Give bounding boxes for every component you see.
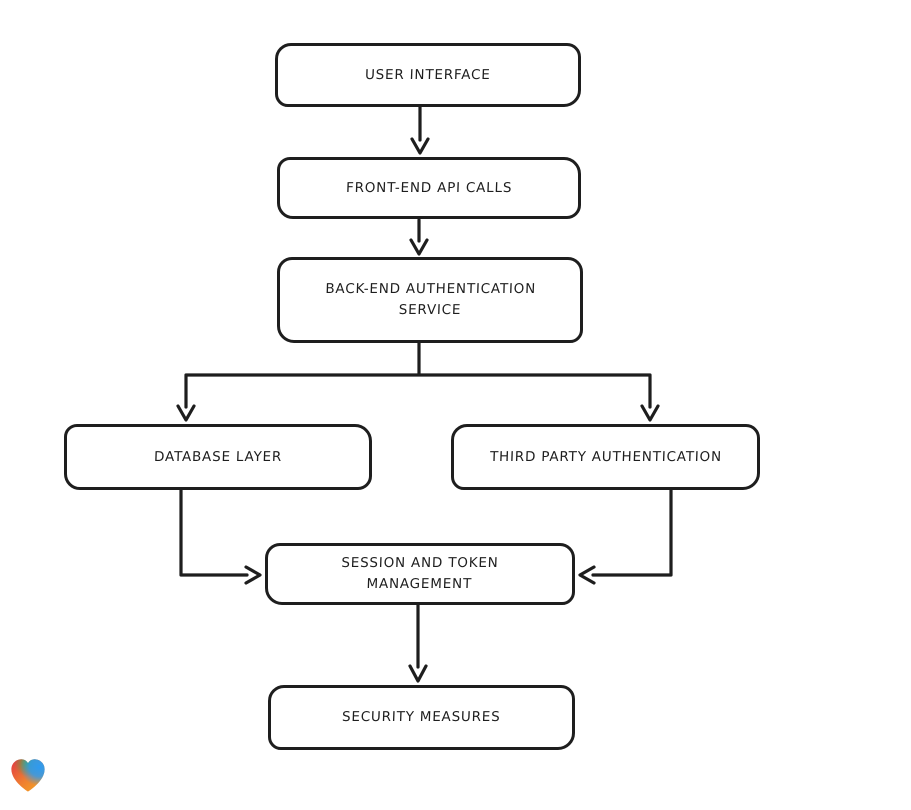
- connector-session-management-to-security-measures: [408, 603, 428, 683]
- connector-database-layer-to-session-management: [179, 488, 262, 585]
- node-label: DATABASE LAYER: [153, 448, 283, 465]
- connector-line: [179, 488, 249, 577]
- node-third-party-authentication: THIRD PARTY AUTHENTICATION: [451, 424, 760, 490]
- arrowhead-down-icon: [640, 404, 660, 422]
- node-label: USER INTERFACE: [364, 66, 492, 83]
- connector-back-end-authentication-branch: [176, 341, 660, 422]
- node-front-end-api-calls: FRONT-END API CALLS: [277, 157, 581, 219]
- node-label: SESSION AND TOKEN MANAGEMENT: [341, 555, 500, 592]
- arrowhead-down-icon: [408, 664, 428, 683]
- node-session-and-token-management: SESSION AND TOKEN MANAGEMENT: [265, 543, 575, 605]
- node-user-interface: USER INTERFACE: [275, 43, 581, 107]
- node-security-measures: SECURITY MEASURES: [268, 685, 575, 750]
- node-back-end-authentication-service: BACK-END AUTHENTICATION SERVICE: [277, 257, 583, 343]
- arrowhead-down-icon: [409, 238, 429, 256]
- node-label: SECURITY MEASURES: [341, 709, 502, 726]
- arrowhead-down-icon: [176, 404, 196, 422]
- arrowhead-right-icon: [244, 565, 262, 585]
- connector-front-end-api-calls-to-back-end-authentication: [409, 218, 429, 256]
- connector-line: [591, 488, 673, 577]
- arrowhead-down-icon: [410, 137, 430, 155]
- connector-third-party-auth-to-session-management: [578, 488, 673, 585]
- node-label: THIRD PARTY AUTHENTICATION: [489, 448, 722, 465]
- arrowhead-left-icon: [578, 565, 596, 585]
- connector-user-interface-to-front-end-api-calls: [410, 105, 430, 155]
- gradient-heart-logo[interactable]: [9, 757, 47, 793]
- connector-line: [184, 341, 652, 409]
- node-database-layer: DATABASE LAYER: [64, 424, 372, 490]
- node-label: BACK-END AUTHENTICATION SERVICE: [324, 281, 536, 318]
- heart-icon: [11, 759, 45, 792]
- node-label: FRONT-END API CALLS: [345, 179, 513, 196]
